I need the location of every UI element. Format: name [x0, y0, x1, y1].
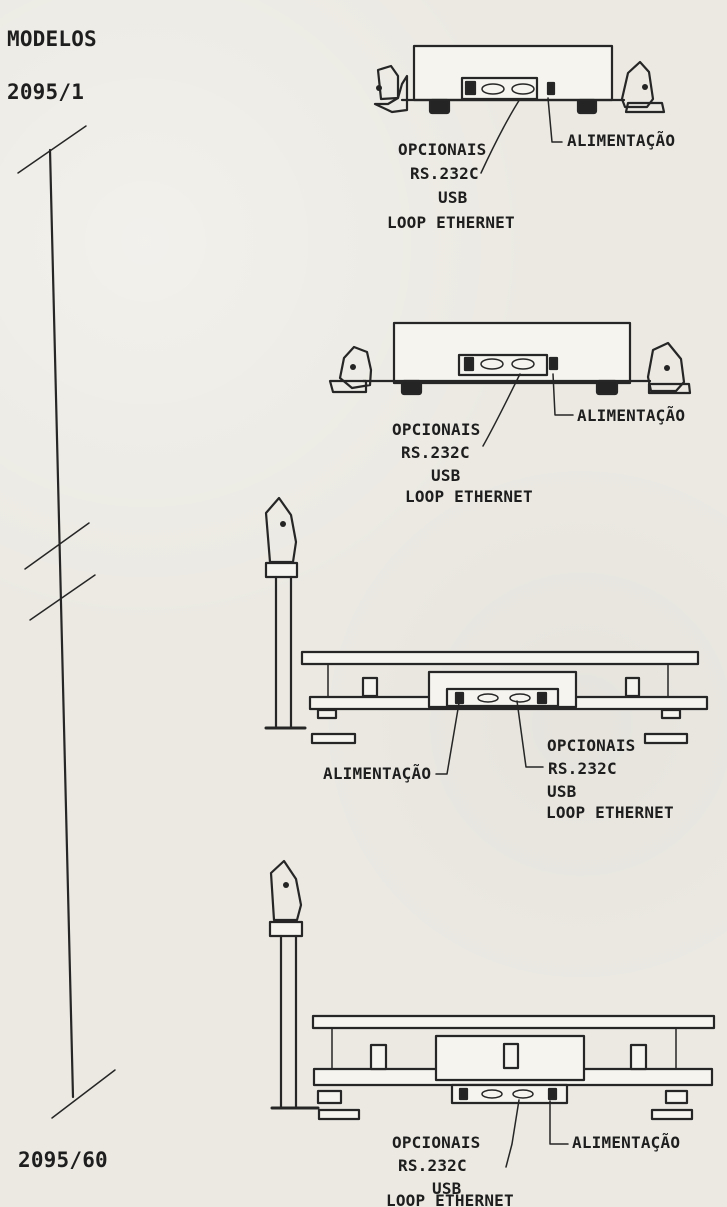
- power-leader-line: [552, 373, 574, 416]
- left-post-hole: [350, 364, 356, 370]
- options-usb: USB: [547, 782, 577, 801]
- column-head-hole: [283, 882, 289, 888]
- column-scale-view-upper: ALIMENTAÇÃO OPCIONAIS RS.232C USB LOOP E…: [264, 496, 709, 822]
- base-foot-right: [595, 379, 619, 396]
- options-leader-line: [505, 1099, 520, 1168]
- options-ethernet: LOOP ETHERNET: [387, 213, 515, 232]
- options-serial: RS.232C: [548, 759, 617, 778]
- power-port: [454, 691, 465, 705]
- options-title: OPCIONAIS: [398, 140, 487, 159]
- power-leader-line: [435, 702, 460, 775]
- left-rear-foot: [373, 74, 409, 114]
- right-post: [620, 60, 655, 109]
- range-break-line-middle-2: [29, 574, 96, 621]
- support-block-right: [624, 676, 641, 698]
- models-header: MODELOS: [7, 27, 97, 51]
- left-post: [338, 345, 373, 390]
- foot-bracket-left: [316, 1089, 343, 1105]
- foot-bracket-right: [664, 1089, 689, 1105]
- power-leader-line: [549, 1100, 569, 1145]
- options-title: OPCIONAIS: [547, 736, 636, 755]
- power-label: ALIMENTAÇÃO: [323, 764, 431, 783]
- right-post-hole: [642, 84, 648, 90]
- foot-left: [310, 732, 357, 745]
- support-block-middle: [502, 1042, 520, 1070]
- power-label: ALIMENTAÇÃO: [577, 406, 685, 425]
- options-ethernet: LOOP ETHERNET: [405, 487, 533, 506]
- column-head-hole: [280, 521, 286, 527]
- base-foot-right: [576, 98, 598, 115]
- column-head: [269, 859, 303, 922]
- options-usb: USB: [438, 188, 468, 207]
- base-foot-left: [400, 379, 423, 396]
- options-leader-line: [480, 98, 521, 174]
- column-head: [264, 496, 298, 564]
- right-foot: [647, 382, 692, 395]
- power-label: ALIMENTAÇÃO: [567, 131, 675, 150]
- options-leader-line: [482, 373, 521, 447]
- model-range-line: [48, 148, 75, 1099]
- options-leader-line: [516, 700, 544, 768]
- options-ethernet: LOOP ETHERNET: [386, 1191, 514, 1207]
- left-post: [376, 64, 400, 101]
- model-range-indicator: MODELOS 2095/1 2095/60: [7, 27, 116, 1172]
- options-port-2: [480, 358, 504, 370]
- column-collar: [268, 920, 304, 938]
- options-title: OPCIONAIS: [392, 1133, 481, 1152]
- support-block-right: [629, 1043, 648, 1071]
- options-port-1: [464, 80, 477, 96]
- connector-panel: [450, 1083, 569, 1105]
- options-title: OPCIONAIS: [392, 420, 481, 439]
- left-post-hole: [376, 85, 382, 91]
- range-break-line-middle-1: [24, 522, 90, 570]
- options-port-3: [511, 358, 535, 370]
- right-post: [646, 341, 686, 393]
- support-block-left: [369, 1043, 388, 1071]
- options-port-1: [477, 693, 499, 703]
- power-port: [548, 356, 559, 371]
- options-serial: RS.232C: [398, 1156, 467, 1175]
- options-usb: USB: [431, 466, 461, 485]
- options-port-3: [511, 83, 535, 95]
- options-port-3: [512, 1089, 534, 1099]
- foot-right: [650, 1108, 694, 1121]
- options-port-2: [481, 1089, 503, 1099]
- support-block-left: [361, 676, 379, 698]
- power-leader-line: [547, 97, 563, 143]
- options-port-3: [536, 691, 548, 705]
- options-port-2: [481, 83, 505, 95]
- power-label: ALIMENTAÇÃO: [572, 1133, 680, 1152]
- foot-left: [317, 1108, 361, 1121]
- options-serial: RS.232C: [401, 443, 470, 462]
- foot-bracket-right: [660, 708, 682, 720]
- options-port-2: [509, 693, 531, 703]
- right-foot: [624, 101, 666, 114]
- options-usb: USB: [432, 1179, 462, 1198]
- options-serial: RS.232C: [410, 164, 479, 183]
- range-break-line-top: [17, 125, 87, 174]
- second-compact-scale-view: OPCIONAIS RS.232C USB LOOP ETHERNET ALIM…: [328, 321, 692, 506]
- first-model-label: 2095/1: [7, 80, 84, 104]
- foot-bracket-left: [316, 708, 338, 720]
- base-foot-left: [428, 98, 451, 115]
- range-break-line-bottom: [51, 1069, 116, 1119]
- last-model-label: 2095/60: [18, 1148, 108, 1172]
- left-foot: [328, 379, 368, 394]
- options-port-1: [458, 1087, 469, 1101]
- column-collar: [264, 561, 299, 579]
- column-scale-view-lower: OPCIONAIS RS.232C USB LOOP ETHERNET ALIM…: [268, 859, 716, 1207]
- options-port-1: [463, 356, 475, 372]
- weighing-platform-top: [311, 1014, 716, 1030]
- options-ethernet: LOOP ETHERNET: [546, 803, 674, 822]
- connector-panel: [445, 687, 560, 708]
- power-port: [547, 1087, 558, 1101]
- top-compact-scale-view: OPCIONAIS RS.232C USB LOOP ETHERNET ALIM…: [373, 44, 675, 232]
- power-port: [546, 81, 556, 96]
- weighing-platform-top: [300, 650, 700, 666]
- right-post-hole: [664, 365, 670, 371]
- foot-right: [643, 732, 689, 745]
